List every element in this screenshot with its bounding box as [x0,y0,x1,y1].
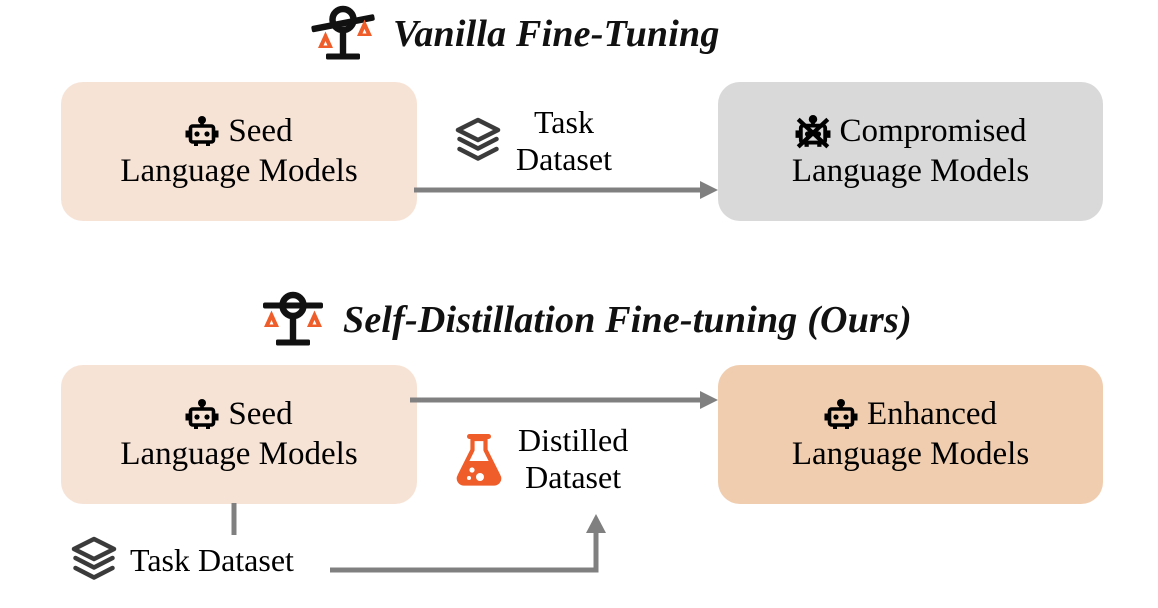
row2-distilled-dataset-line2: Dataset [525,459,622,496]
seed-to-task-dataset-connector [228,503,240,537]
row1-task-dataset-group: Task Dataset [455,104,612,178]
row2-title-group: Self-Distillation Fine-tuning (Ours) [257,291,912,348]
layers-stack-icon [455,117,501,164]
row2-arrow [410,386,722,414]
robot-crossed-out-icon [795,114,831,149]
row2-seed-line1-group: Seed [185,395,293,434]
robot-icon [185,398,219,431]
row1-task-dataset-label: Task Dataset [516,104,612,178]
row1-title-text: Vanilla Fine-Tuning [393,13,720,55]
row1-compromised-line1: Compromised [839,113,1027,150]
row2-seed-line1: Seed [228,396,293,433]
row2-distilled-dataset-group: Distilled Dataset [456,422,628,496]
row1-compromised-models-box[interactable]: Compromised Language Models [718,82,1103,221]
row2-seed-line2: Language Models [120,436,358,472]
row1-compromised-line2: Language Models [791,153,1030,189]
row2-bottom-task-dataset-label: Task Dataset [130,541,294,578]
row2-seed-models-box[interactable]: Seed Language Models [61,365,417,504]
unbalanced-scale-icon [307,5,379,62]
robot-icon [824,398,858,431]
flask-icon [456,432,502,486]
row2-title-text: Self-Distillation Fine-tuning (Ours) [343,299,912,341]
row2-enhanced-models-box[interactable]: Enhanced Language Models [718,365,1103,504]
row1-arrow [414,176,722,204]
row2-enhanced-line1-group: Enhanced [824,395,997,434]
robot-icon [185,115,219,148]
layers-stack-icon [71,536,117,583]
row1-task-dataset-line1: Task [533,104,594,140]
row1-title-group: Vanilla Fine-Tuning [307,5,720,62]
row2-bottom-task-dataset-group: Task Dataset [71,536,294,583]
row2-distilled-dataset-line1: Distilled [518,422,629,458]
row2-enhanced-line1: Enhanced [866,396,998,433]
row1-seed-line1-group: Seed [185,112,293,151]
row1-seed-models-box[interactable]: Seed Language Models [61,82,417,221]
row1-seed-line1: Seed [228,113,293,150]
task-dataset-to-distillation-arrow [330,512,630,592]
row2-distilled-dataset-label: Distilled Dataset [518,422,628,496]
row1-task-dataset-line2: Dataset [516,141,612,178]
balanced-scale-icon [257,291,329,348]
row2-enhanced-line2: Language Models [791,436,1030,472]
row1-compromised-line1-group: Compromised [795,112,1027,151]
row1-seed-line2: Language Models [120,153,358,189]
